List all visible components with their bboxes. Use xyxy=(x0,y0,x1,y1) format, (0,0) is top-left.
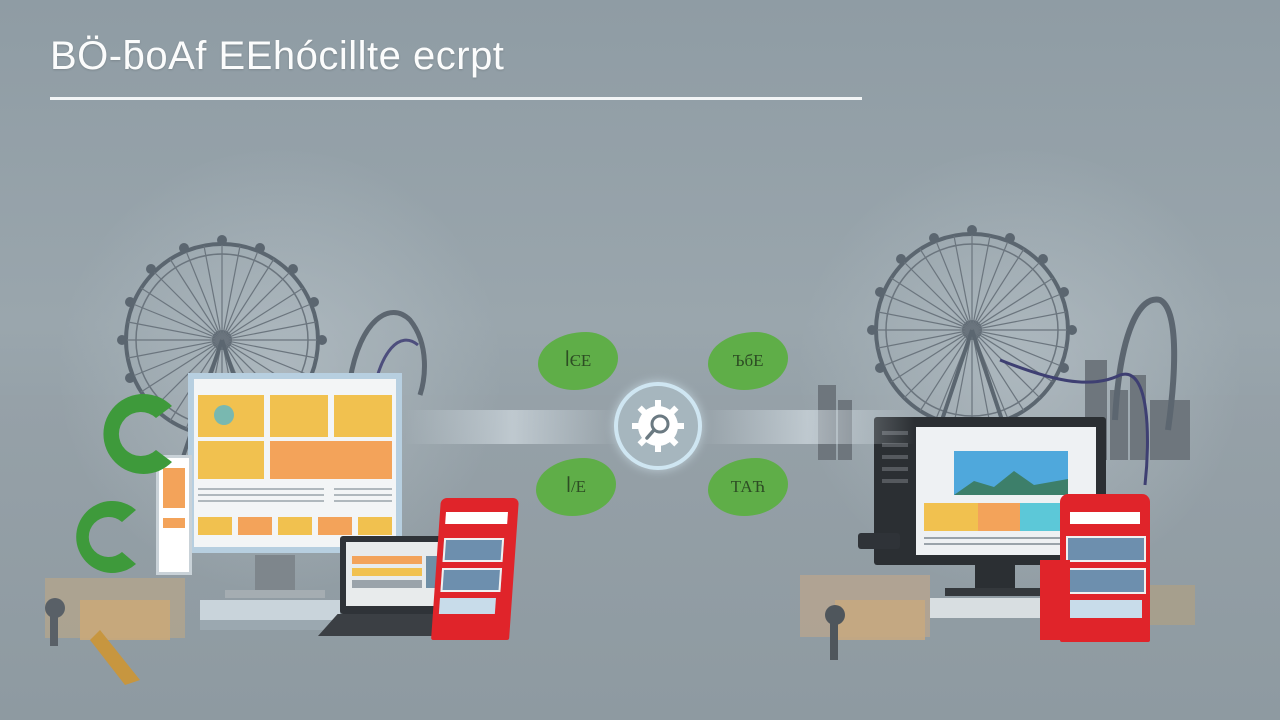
right-monitor-base xyxy=(945,588,1045,596)
arrow-top-left-label: ꟾЄЕ xyxy=(564,351,592,370)
arrow-top-right: ЪбЕ xyxy=(708,332,788,390)
right-bus-sign xyxy=(1070,512,1140,524)
left-red-bus xyxy=(431,498,519,640)
left-laptop xyxy=(340,536,450,614)
arrow-top-right-label: ЪбЕ xyxy=(732,351,764,370)
beam-right xyxy=(700,410,915,444)
left-monitor-stand xyxy=(255,555,295,593)
center-hub xyxy=(614,382,702,470)
left-bus-sign xyxy=(445,512,508,524)
gear-magnifier-icon xyxy=(632,400,684,452)
left-monitor-base xyxy=(225,590,325,598)
right-device xyxy=(858,533,900,549)
arrow-bottom-right: ТАЋ xyxy=(708,458,788,516)
arrow-bottom-right-label: ТАЋ xyxy=(730,477,766,496)
left-green-c-lower xyxy=(64,494,144,584)
left-side-monitor xyxy=(156,455,192,575)
right-bus-front xyxy=(1040,560,1070,640)
title-divider xyxy=(50,97,862,100)
right-monitor-stand xyxy=(975,565,1015,589)
arrow-top-left: ꟾЄЕ xyxy=(538,332,618,390)
arrow-bottom-left-label: ꟾ/Е xyxy=(565,477,587,496)
left-laptop-keyboard xyxy=(318,614,458,636)
left-desktop-monitor xyxy=(188,373,402,553)
beam-left xyxy=(405,410,620,444)
left-green-c-upper xyxy=(92,388,182,484)
right-red-bus xyxy=(1060,494,1150,642)
left-laptop-screen xyxy=(346,542,444,606)
arrow-bottom-left: ꟾ/Е xyxy=(536,458,616,516)
left-monitor-screen xyxy=(194,379,396,547)
page-title: BÖ-ƃoAf EEhócillte ecrpt xyxy=(50,34,505,78)
